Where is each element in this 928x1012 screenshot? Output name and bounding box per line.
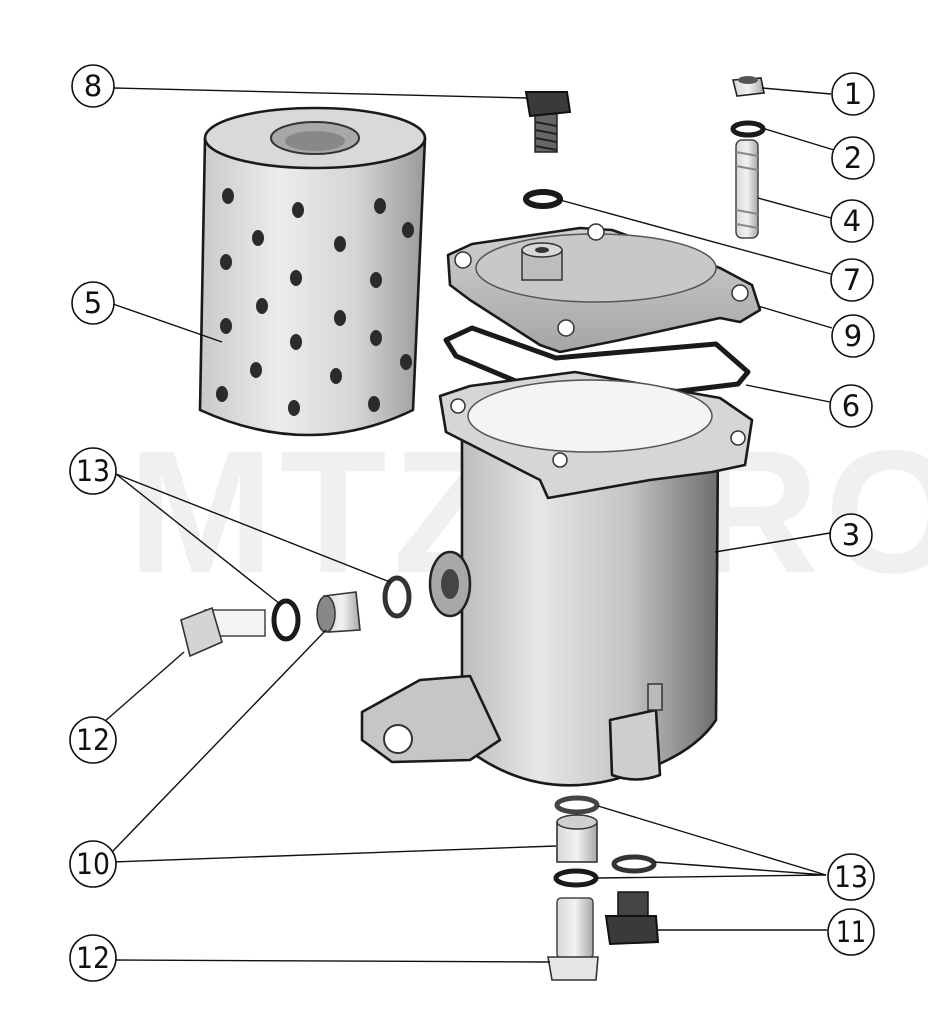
callout-12-bottom: 12 xyxy=(69,934,117,982)
perforation-hole xyxy=(252,230,264,246)
callout-1: 1 xyxy=(831,72,875,116)
perforation-hole xyxy=(250,362,262,378)
perforation-hole xyxy=(400,354,412,370)
callout-7-label: 7 xyxy=(843,263,861,297)
callout-11-label: 11 xyxy=(836,915,866,949)
part-8-bolt xyxy=(524,91,572,153)
callout-13-left: 13 xyxy=(69,447,117,495)
part-10-bushing-left xyxy=(316,591,361,633)
callout-8: 8 xyxy=(71,64,115,108)
part-9-cover-lid xyxy=(446,223,762,354)
callout-6-label: 6 xyxy=(842,389,860,423)
callout-3-label: 3 xyxy=(842,518,860,552)
perforation-hole xyxy=(220,318,232,334)
callout-10: 10 xyxy=(69,840,117,888)
part-13-seal-ring-left-2 xyxy=(382,575,412,619)
perforation-hole xyxy=(330,368,342,384)
part-7-washer xyxy=(523,189,563,209)
perforation-hole xyxy=(222,188,234,204)
part-13-seal-ring-bottom-3 xyxy=(553,868,599,888)
perforation-hole xyxy=(402,222,414,238)
callout-11: 11 xyxy=(827,908,875,956)
part-13-seal-ring-bottom-2 xyxy=(611,854,657,874)
callout-13-left-label: 13 xyxy=(76,454,110,488)
callout-1-label: 1 xyxy=(844,77,862,111)
perforation-hole xyxy=(334,236,346,252)
part-2-washer xyxy=(730,120,766,138)
part-13-seal-ring-bottom-1 xyxy=(554,795,600,815)
callout-12-bottom-label: 12 xyxy=(76,941,110,975)
callout-13-right-label: 13 xyxy=(834,860,868,894)
perforation-hole xyxy=(334,310,346,326)
callout-2-label: 2 xyxy=(844,141,862,175)
perforation-hole xyxy=(370,330,382,346)
callout-4-label: 4 xyxy=(843,204,861,238)
callout-9: 9 xyxy=(831,314,875,358)
perforation-hole xyxy=(374,198,386,214)
callout-12-left-label: 12 xyxy=(76,723,110,757)
callout-10-label: 10 xyxy=(76,847,110,881)
part-5-filter-cartridge xyxy=(198,106,427,437)
part-1-nut xyxy=(731,76,765,97)
perforation-hole xyxy=(290,270,302,286)
callout-5-label: 5 xyxy=(84,286,102,320)
perforation-hole xyxy=(370,272,382,288)
part-13-seal-ring-left-1 xyxy=(271,598,301,642)
part-12-banjo-bolt-bottom xyxy=(547,897,599,981)
perforation-hole xyxy=(220,254,232,270)
callout-7: 7 xyxy=(830,258,874,302)
perforation-hole xyxy=(288,400,300,416)
perforation-hole xyxy=(216,386,228,402)
callout-3: 3 xyxy=(829,513,873,557)
part-10-bushing-bottom xyxy=(556,814,598,863)
callout-2: 2 xyxy=(831,136,875,180)
part-3-housing xyxy=(360,370,754,787)
callout-6: 6 xyxy=(829,384,873,428)
part-12-banjo-bolt-left xyxy=(180,606,266,658)
perforation-hole xyxy=(290,334,302,350)
perforation-hole xyxy=(292,202,304,218)
callout-5: 5 xyxy=(71,281,115,325)
callout-12-left: 12 xyxy=(69,716,117,764)
perforation-hole xyxy=(256,298,268,314)
callout-8-label: 8 xyxy=(84,69,102,103)
leader-lines xyxy=(103,87,835,963)
perforation-hole xyxy=(368,396,380,412)
callout-13-right: 13 xyxy=(827,853,875,901)
perforation-holes xyxy=(216,188,414,416)
part-4-stud xyxy=(735,139,759,239)
callout-9-label: 9 xyxy=(844,319,862,353)
callout-4: 4 xyxy=(830,199,874,243)
part-11-drain-plug xyxy=(604,891,660,946)
